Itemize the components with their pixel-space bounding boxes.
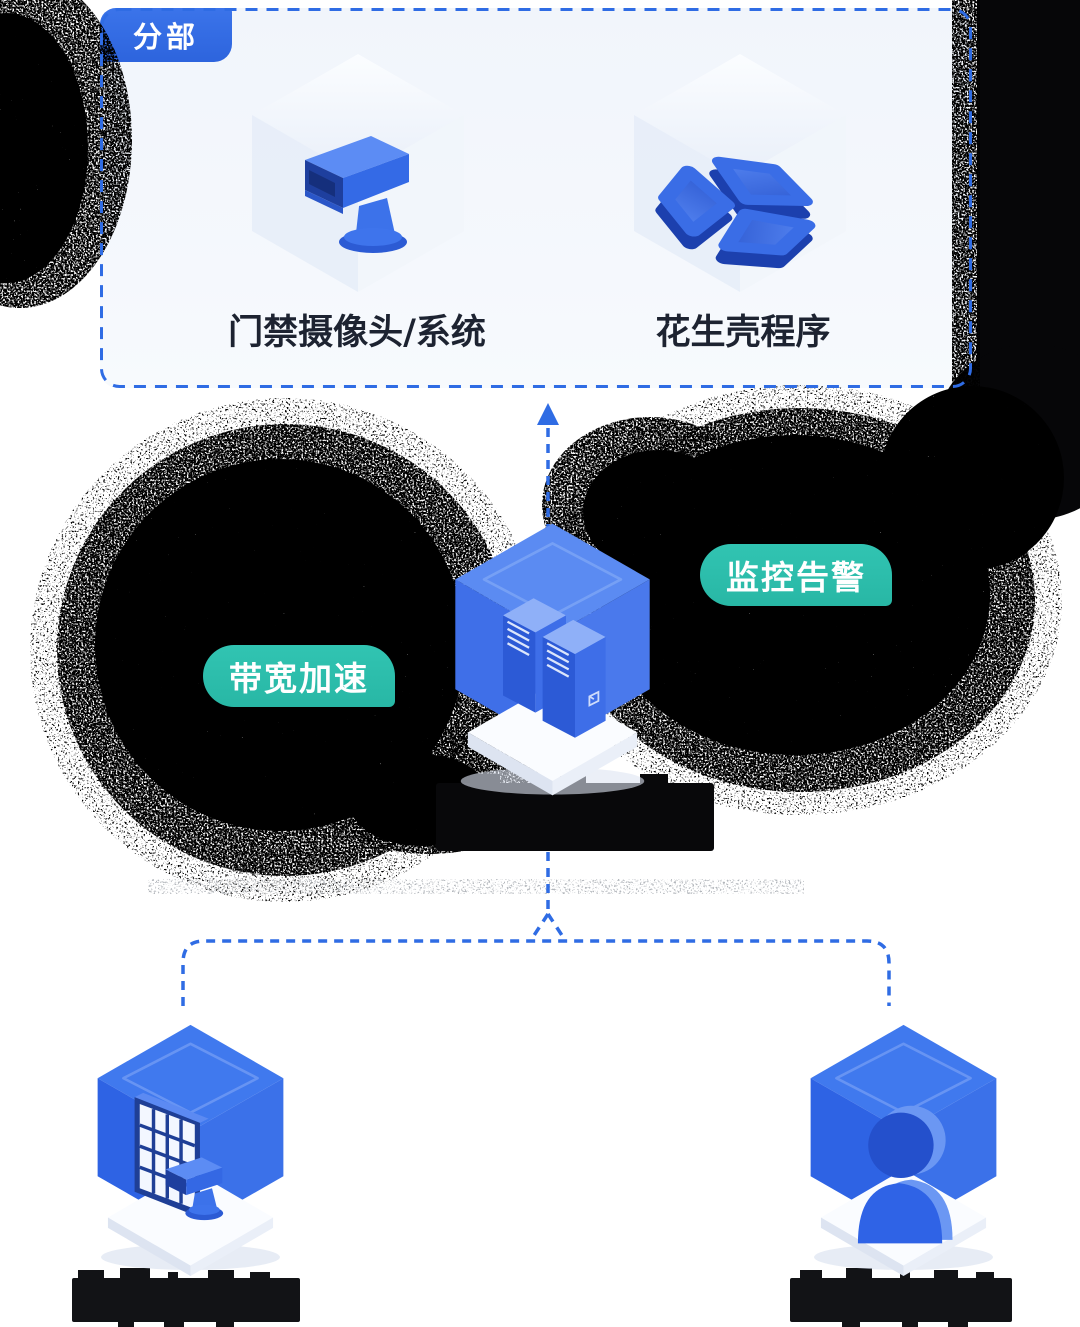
person-icon xyxy=(796,1018,1011,1276)
noise-streak xyxy=(148,879,804,894)
person-glyph xyxy=(857,1105,953,1244)
branch-item-label: 花生壳程序 xyxy=(655,313,831,353)
up-arrowhead xyxy=(537,403,559,425)
peanut-shell-icon xyxy=(625,48,855,298)
cctv-camera-icon xyxy=(243,48,473,298)
redacted-label-endpoint-left xyxy=(72,1268,300,1327)
server-cluster-icon xyxy=(440,520,665,799)
endpoints-dashed-bracket xyxy=(181,939,891,1006)
branch-item-label: 门禁摄像头/系统 xyxy=(228,313,486,353)
redacted-label-endpoint-right xyxy=(790,1268,1012,1327)
branch-box: 分部 xyxy=(100,8,972,388)
monitor-wall-camera-icon xyxy=(83,1018,298,1276)
bandwidth-accel-badge: 带宽加速 xyxy=(203,645,395,707)
branch-badge: 分部 xyxy=(100,8,232,62)
camera-glyph xyxy=(165,1157,224,1221)
noise-strip-right xyxy=(977,0,1080,408)
monitor-alert-badge: 监控告警 xyxy=(700,544,892,606)
